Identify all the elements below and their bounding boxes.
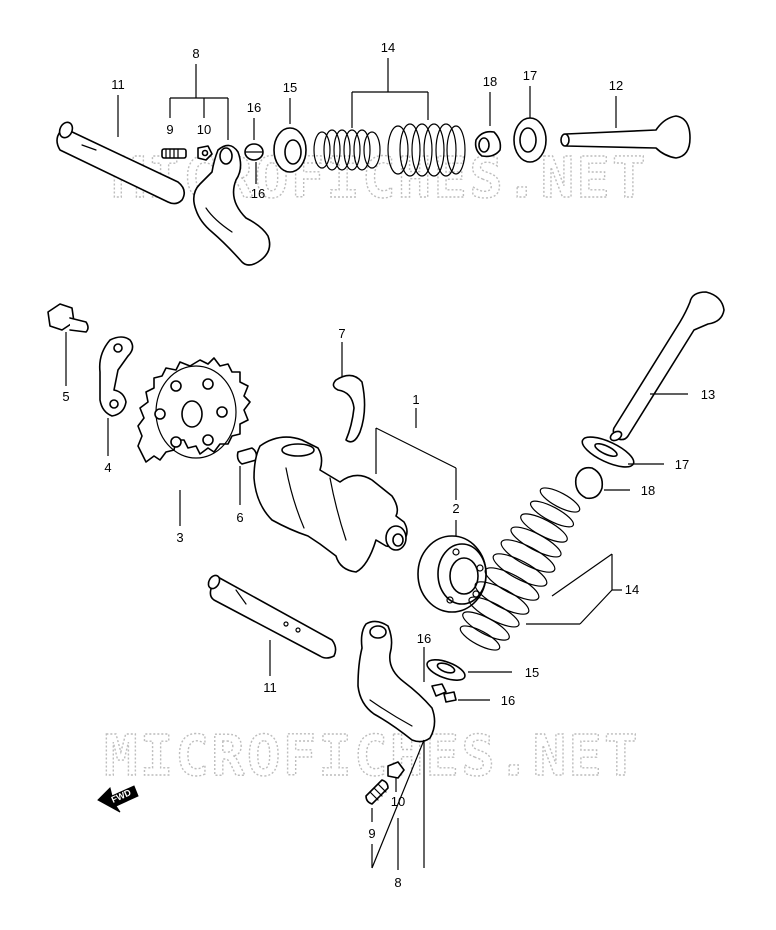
valve-spring-outer-top bbox=[387, 123, 466, 177]
watermark-bottom: MICROFICHES.NET bbox=[104, 724, 640, 789]
callout-12-top: 12 bbox=[609, 78, 623, 93]
rocker-shaft-bottom bbox=[207, 574, 337, 659]
callout-7: 7 bbox=[338, 326, 345, 341]
callout-11-bottom: 11 bbox=[263, 680, 277, 695]
callout-6: 6 bbox=[236, 510, 243, 525]
callout-13: 13 bbox=[701, 387, 715, 402]
spring-seat-upper-bottom bbox=[426, 659, 466, 681]
camshaft-dowel-pin bbox=[236, 447, 258, 465]
intake-valve-top bbox=[560, 115, 691, 159]
adjusting-screw-bottom bbox=[365, 779, 389, 805]
callout-4: 4 bbox=[104, 460, 111, 475]
callout-16b-bottom: 16 bbox=[501, 693, 515, 708]
rocker-arm-top bbox=[192, 144, 271, 266]
camshaft-bearing bbox=[417, 535, 487, 613]
valve-cotters-bottom bbox=[431, 683, 457, 703]
callout-17-top: 17 bbox=[523, 68, 537, 83]
camshaft-sprocket-bolt bbox=[47, 303, 89, 333]
callout-11-top: 11 bbox=[111, 77, 125, 92]
valve-springs-bottom bbox=[459, 487, 581, 651]
callout-16a-top: 16 bbox=[247, 100, 261, 115]
rocker-shaft-top bbox=[56, 121, 186, 205]
forward-direction-arrow: FWD bbox=[97, 785, 139, 813]
callout-10-bottom: 10 bbox=[391, 794, 405, 809]
sprocket-lock-plate bbox=[98, 336, 134, 417]
callout-16b-top: 16 bbox=[251, 186, 265, 201]
lock-nut-top bbox=[197, 145, 213, 161]
camshaft-stopper-plate bbox=[332, 374, 366, 443]
valve-stem-seal bbox=[574, 466, 604, 500]
spring-seat-top bbox=[273, 127, 307, 173]
callout-14-top: 14 bbox=[381, 40, 395, 55]
callout-16a-bottom: 16 bbox=[417, 631, 431, 646]
callout-8-bottom: 8 bbox=[394, 875, 401, 890]
callout-18-top: 18 bbox=[483, 74, 497, 89]
callout-8-top: 8 bbox=[192, 46, 199, 61]
callout-14-bottom: 14 bbox=[625, 582, 639, 597]
callout-15-bottom: 15 bbox=[525, 665, 539, 680]
spring-seat-lower-top bbox=[513, 117, 547, 163]
rocker-arm-bottom bbox=[357, 620, 436, 743]
callout-15-top: 15 bbox=[283, 80, 297, 95]
callout-18-bottom: 18 bbox=[641, 483, 655, 498]
exhaust-valve bbox=[609, 291, 725, 442]
lock-nut-bottom bbox=[387, 761, 405, 779]
spring-seat-lower bbox=[581, 436, 635, 468]
callout-2: 2 bbox=[452, 501, 459, 516]
callout-9-top: 9 bbox=[166, 122, 173, 137]
adjusting-screw-top bbox=[161, 148, 187, 159]
valve-spring-inner-top bbox=[313, 129, 381, 171]
callout-10-top: 10 bbox=[197, 122, 211, 137]
camshaft-sprocket bbox=[137, 357, 251, 463]
callout-17-bottom: 17 bbox=[675, 457, 689, 472]
callout-1: 1 bbox=[412, 392, 419, 407]
camshaft bbox=[253, 436, 408, 573]
valve-stem-seal-top bbox=[474, 130, 502, 158]
valve-cotter-top bbox=[244, 143, 264, 161]
callout-5: 5 bbox=[62, 389, 69, 404]
callout-3: 3 bbox=[176, 530, 183, 545]
callout-9-bottom: 9 bbox=[368, 826, 375, 841]
